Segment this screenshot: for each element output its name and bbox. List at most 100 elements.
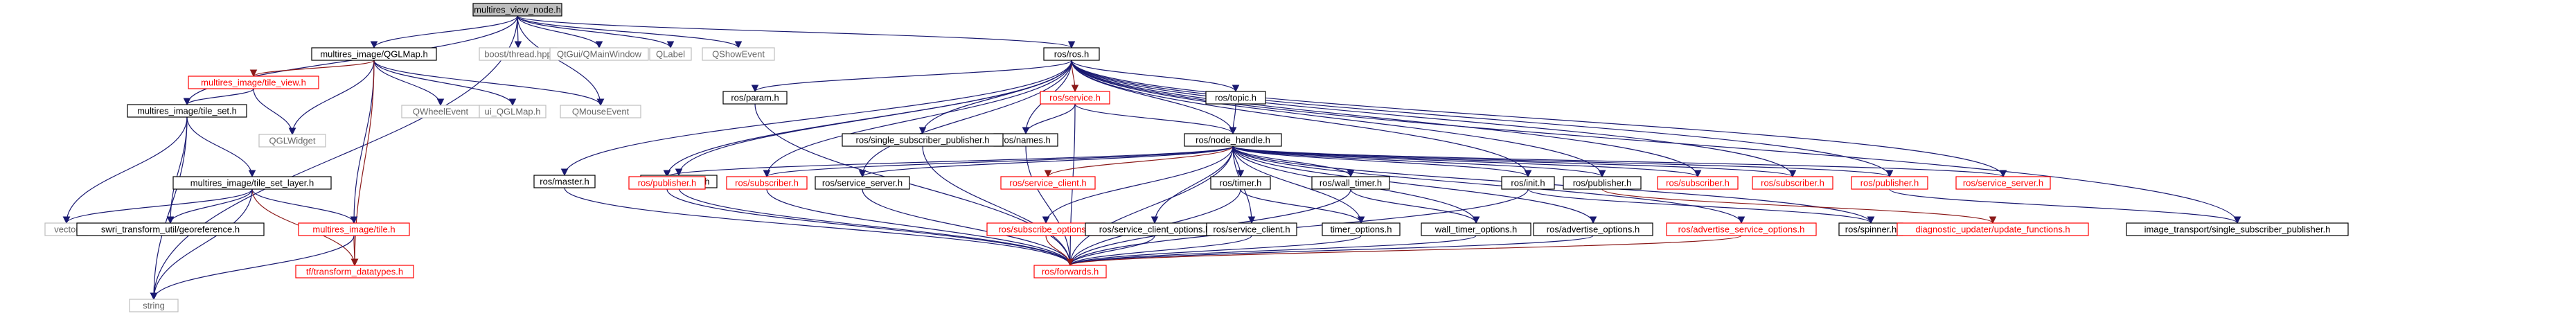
edge-rosros-to-publisher1 [663,60,1072,178]
node-qwheel: QWheelEvent [401,105,480,118]
node-subscriber2[interactable]: ros/subscriber.h [1657,176,1739,190]
edge-root-to-qmainwin [517,15,603,49]
edge-publisher2-to-diag [1601,188,1997,224]
node-serviceclient2[interactable]: ros/service_client.h [1206,222,1297,236]
edge-rostopic-to-nodehandle [1229,103,1237,135]
node-subscriber3[interactable]: ros/subscriber.h [1752,176,1833,190]
node-label: QWheelEvent [413,106,469,116]
node-label: ros/service_client_options.h [1099,224,1210,234]
node-walltimeropts[interactable]: wall_timer_options.h [1421,222,1531,236]
node-rostopic[interactable]: ros/topic.h [1205,91,1266,105]
node-tile_view[interactable]: multires_image/tile_view.h [188,76,319,89]
edge-rosros-to-rosmaster [560,60,1072,177]
edge-rosros-to-publisher3 [1071,60,1894,178]
node-timeropts[interactable]: timer_options.h [1322,222,1401,236]
edge-publisher1-to-forwards [666,188,1074,267]
node-label: QGLWidget [269,135,316,145]
edge-tile_set_layer-to-tile [251,188,358,224]
node-nodehandle[interactable]: ros/node_handle.h [1184,133,1282,147]
node-label: QtGui/QMainWindow [557,48,642,59]
node-box [1563,176,1642,190]
node-box [1533,222,1653,236]
node-walltimer[interactable]: ros/wall_timer.h [1311,176,1390,190]
edge-rosros-to-serviceserver2 [1071,60,2007,178]
node-box [298,222,410,236]
edge-serviceclient2-to-forwards [1066,235,1252,267]
node-label: ros/forwards.h [1042,266,1099,276]
node-publisher2[interactable]: ros/publisher.h [1563,176,1642,190]
edge-root-to-string [150,15,518,301]
node-qglmap[interactable]: multires_image/QGLMap.h [311,47,437,61]
edge-nodehandle-to-publisher3 [1232,145,1893,178]
node-label: image_transport/single_subscriber_publis… [2144,224,2331,234]
node-rosros[interactable]: ros/ros.h [1043,47,1100,61]
node-spinner[interactable]: ros/spinner.h [1838,222,1903,236]
node-box [549,47,649,61]
node-publisher3[interactable]: ros/publisher.h [1851,176,1928,190]
node-label: ros/service_client.h [1009,177,1086,188]
node-tile[interactable]: multires_image/tile.h [298,222,410,236]
node-box [258,134,326,148]
node-label: tf/transform_datatypes.h [306,266,403,276]
node-serviceserver2[interactable]: ros/service_server.h [1955,176,2051,190]
edge-singlesubpub-to-forwards [922,145,1074,267]
node-label: ros/service_client.h [1213,224,1290,234]
edge-serviceserver1-to-forwards [862,188,1074,267]
edge-advsvcopts-to-forwards [1067,235,1742,267]
node-serviceserver1[interactable]: ros/service_server.h [815,176,910,190]
node-box [1043,47,1100,61]
node-label: ros/ros.h [1054,48,1090,59]
node-advsvcopts[interactable]: ros/advertise_service_options.h [1666,222,1817,236]
node-label: multires_image/tile_set_layer.h [190,177,314,188]
node-box [1205,91,1266,105]
edge-subscriber1-to-forwards [766,188,1074,267]
node-label: string [143,300,165,310]
edge-nodehandle-to-subscriber1 [763,145,1234,178]
edge-root-to-rosros [517,15,1076,49]
node-imgtrans[interactable]: image_transport/single_subscriber_publis… [2126,222,2349,236]
node-scopts[interactable]: ros/service_client_options.h [1085,222,1225,236]
node-label: ros/subscriber.h [1761,177,1824,188]
node-forwards[interactable]: ros/forwards.h [1033,265,1107,278]
edge-rosservice-to-rosnames [1022,103,1076,135]
node-box [842,133,1004,147]
node-subopts[interactable]: ros/subscribe_options.h [986,222,1105,236]
edge-rosros-to-subscriber1 [763,60,1072,178]
node-rosparam[interactable]: ros/param.h [722,91,788,105]
node-box [1851,176,1928,190]
node-georef[interactable]: swri_transform_util/georeference.h [76,222,265,236]
node-box [1752,176,1833,190]
node-box [1322,222,1401,236]
edge-tile-to-string [150,235,355,301]
node-box [311,47,437,61]
node-tile_set_layer[interactable]: multires_image/tile_set_layer.h [172,176,332,190]
node-box [127,104,247,118]
node-box [1897,222,2089,236]
edge-tile_view-to-qglwidget [253,88,296,136]
node-timer[interactable]: ros/timer.h [1210,176,1271,190]
node-tile_set[interactable]: multires_image/tile_set.h [127,104,247,118]
node-singlesubpub[interactable]: ros/single_subscriber_publisher.h [842,133,1004,147]
edge-nodehandle-to-serviceclient1 [1044,145,1234,178]
edge-nodehandle-to-serviceserver2 [1232,145,2007,178]
node-init[interactable]: ros/init.h [1501,176,1555,190]
edge-tile_set-to-tile_set_layer [186,116,256,178]
edge-root-to-qlabel [517,15,675,49]
node-box [533,175,596,188]
node-box [129,299,179,312]
edge-rosros-to-subscriber3 [1071,60,1797,178]
node-box [172,176,332,190]
edge-root-to-qshow [517,15,743,49]
node-advopts[interactable]: ros/advertise_options.h [1533,222,1653,236]
node-subscriber1[interactable]: ros/subscriber.h [726,176,808,190]
node-tftrans[interactable]: tf/transform_datatypes.h [295,265,414,278]
node-serviceclient1[interactable]: ros/service_client.h [1000,176,1096,190]
node-publisher1[interactable]: ros/publisher.h [628,176,706,190]
node-rosmaster[interactable]: ros/master.h [533,175,596,188]
node-diag[interactable]: diagnostic_updater/update_functions.h [1897,222,2089,236]
edge-nodehandle-to-publisher1 [664,145,1234,178]
node-rosservice[interactable]: ros/service.h [1040,91,1110,105]
edge-nodehandle-to-subscriber2 [1232,145,1702,178]
node-rosnames[interactable]: ros/names.h [993,133,1058,147]
node-label: ros/master.h [540,176,589,186]
